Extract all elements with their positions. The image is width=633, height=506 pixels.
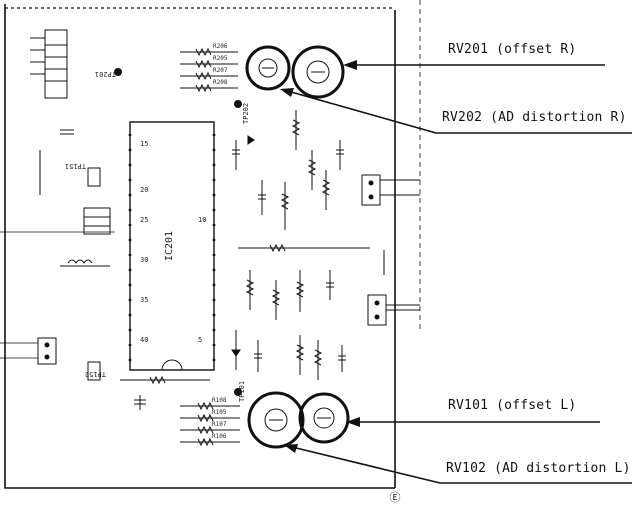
tp101-label: TP101 [238, 381, 246, 402]
trimmer-rv102 [247, 391, 305, 449]
connector-top-left [30, 29, 68, 99]
resistor-label: R208 [213, 79, 228, 86]
resistor-label: R206 [213, 43, 228, 50]
leader-rv201 [343, 60, 605, 70]
test-point-tp202: TP202 [234, 100, 250, 124]
connector-right-upper [361, 174, 420, 206]
test-point-tp152: TP152 [85, 361, 106, 381]
test-point-tp101: TP101 [234, 381, 246, 402]
resistor-label: R207 [213, 67, 228, 74]
ic201-label: IC201 [164, 231, 175, 261]
resistor-label: R107 [212, 421, 227, 428]
tp151-label: TP151 [65, 162, 86, 170]
trimmer-rv201 [291, 45, 345, 99]
callout-rv102: RV102 (AD distortion L) [446, 461, 631, 476]
leader-rv102 [284, 444, 632, 484]
resistor-cluster-bottom [180, 401, 240, 447]
leader-rv202 [280, 88, 632, 134]
tp201-label: TP201 [95, 70, 116, 78]
trimmer-rv101 [298, 392, 350, 444]
page-mark: Ⓔ [390, 491, 401, 504]
ic-pin-number: 25 [140, 216, 148, 224]
callout-rv201: RV201 (offset R) [448, 42, 577, 57]
connector-left-mid [83, 207, 111, 235]
ic-pin-number: 35 [140, 296, 148, 304]
test-point-tp151: TP151 [65, 162, 101, 187]
ic-pin-number: 20 [140, 186, 148, 194]
board-outline [0, 0, 421, 489]
test-points: TP201 TP202 TP101 TP151 TP152 [65, 68, 250, 402]
leader-rv101 [346, 417, 600, 427]
ic-pin-number: 15 [140, 140, 148, 148]
connector-left-lower [37, 337, 57, 365]
misc-components [39, 110, 370, 410]
trimmer-rv202 [245, 45, 291, 91]
tp202-label: TP202 [242, 103, 250, 124]
ic-pin-number: 5 [198, 336, 202, 344]
connector-right-lower [367, 250, 420, 326]
ic-pin-number: 30 [140, 256, 148, 264]
callout-rv202: RV202 (AD distortion R) [442, 110, 627, 125]
test-point-tp201: TP201 [95, 68, 122, 78]
ic-pin-number: 40 [140, 336, 148, 344]
resistor-label: R205 [213, 55, 228, 62]
ic-pin-number: 10 [198, 216, 206, 224]
ic201-chip: IC201 15 20 25 30 35 40 10 5 [128, 121, 216, 371]
resistor-label: R105 [212, 409, 227, 416]
resistor-cluster-top [180, 47, 238, 93]
tp152-label: TP152 [85, 370, 106, 378]
resistor-label: R106 [212, 433, 227, 440]
resistor-label: R108 [212, 397, 227, 404]
callout-rv101: RV101 (offset L) [448, 398, 577, 413]
